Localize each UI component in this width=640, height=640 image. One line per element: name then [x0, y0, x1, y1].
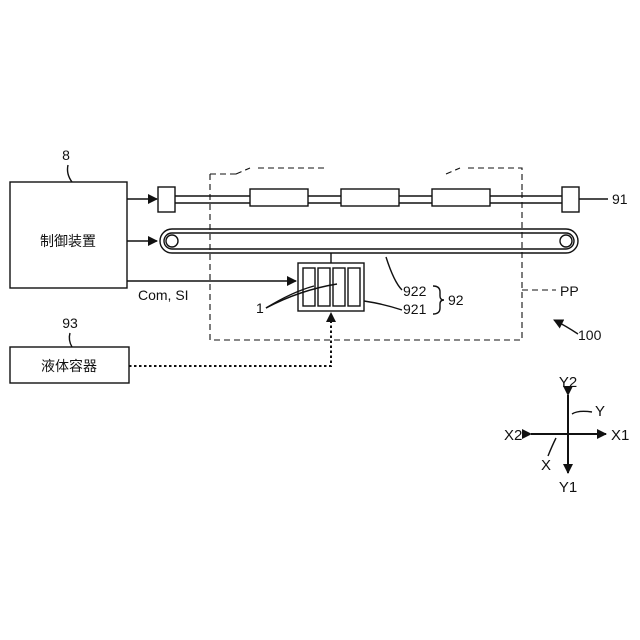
container-name: 液体容器 [41, 358, 97, 374]
axis-x-leader [548, 438, 556, 456]
container-ref-label: 93 [62, 315, 78, 331]
belt-leader-line [386, 257, 402, 290]
signal-label: Com, SI [138, 287, 189, 303]
print-area-top-left [210, 168, 328, 174]
controller-name: 制御装置 [40, 233, 96, 249]
axis-label-x: X [541, 457, 551, 474]
nozzle-ref-label: 1 [256, 300, 264, 316]
controller-leader-line [68, 165, 73, 182]
container-leader-line [69, 333, 72, 347]
carriage-rail [158, 187, 579, 212]
supply-line [129, 318, 331, 366]
head-unit [298, 253, 364, 311]
controller-ref-label: 8 [62, 147, 70, 163]
axis-label-x1: X1 [611, 427, 629, 444]
belt-ref-label: 922 [403, 283, 427, 299]
axis-label-y1: Y1 [559, 479, 577, 496]
area-label-pp: PP [560, 283, 579, 299]
head-ref-label: 921 [403, 301, 427, 317]
axis-y-leader [572, 411, 592, 414]
axis-label-x2: X2 [504, 427, 522, 444]
supply-arrowhead [326, 312, 336, 322]
liquid-container-block: 液体容器 [10, 347, 129, 383]
axis-label-y: Y [595, 403, 605, 420]
transport-belt [160, 229, 578, 253]
carriage-ref-label: 91 [612, 191, 628, 207]
head-leader-line [364, 301, 402, 310]
device-ref-label: 100 [578, 327, 602, 343]
axis-label-y2: Y2 [559, 374, 577, 391]
controller-block: 制御装置 [10, 182, 127, 288]
transport-brace [433, 286, 444, 314]
device-arrow [554, 320, 578, 334]
transport-ref-label: 92 [448, 292, 464, 308]
